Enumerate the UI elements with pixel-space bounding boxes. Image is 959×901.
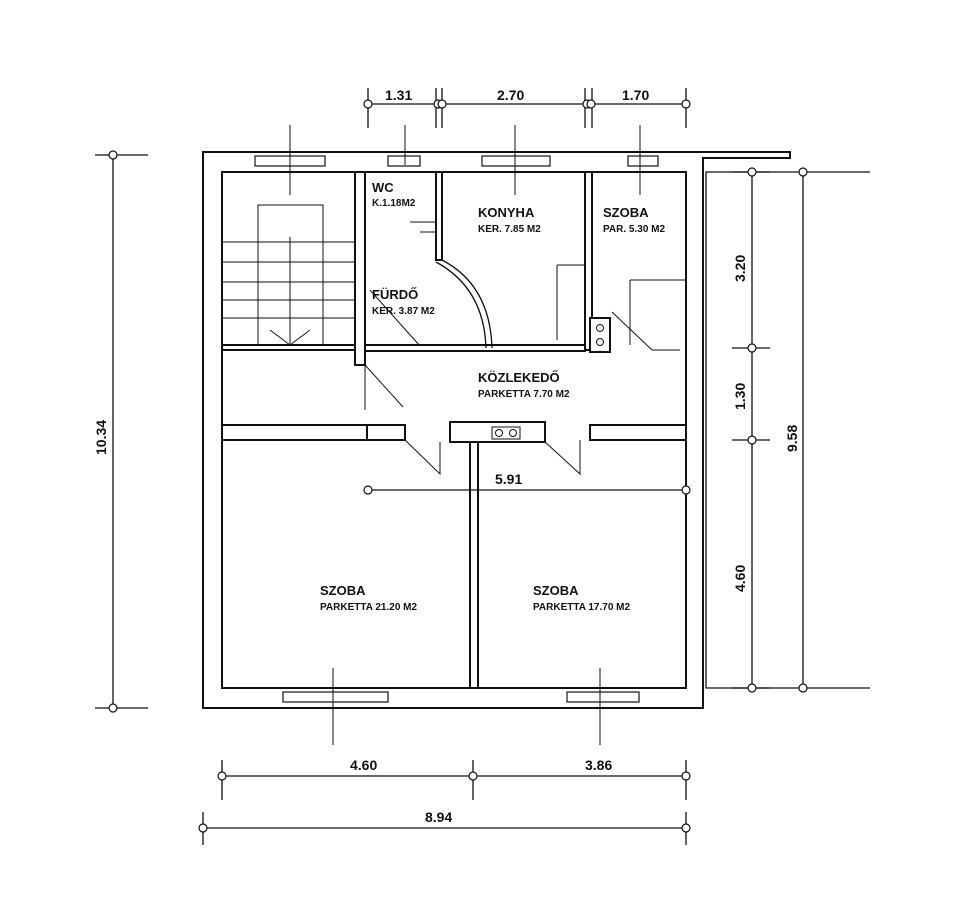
staircase bbox=[222, 204, 355, 346]
room-szoba-small-name: SZOBA bbox=[603, 205, 649, 220]
room-wc-area: K.1.18M2 bbox=[372, 198, 416, 209]
room-szoba-right-area: PARKETTA 17.70 M2 bbox=[533, 602, 630, 613]
dimension-lines bbox=[95, 88, 808, 845]
dim-right-1: 3.20 bbox=[732, 255, 748, 282]
fixtures bbox=[289, 125, 686, 745]
room-szoba-left-name: SZOBA bbox=[320, 583, 366, 598]
dim-interior-width: 5.91 bbox=[495, 471, 522, 487]
room-kozlekedo-name: KÖZLEKEDŐ bbox=[478, 370, 560, 385]
room-furdo-area: KER. 3.87 M2 bbox=[372, 306, 435, 317]
dim-top-1: 1.31 bbox=[385, 87, 412, 103]
dim-top-3: 1.70 bbox=[622, 87, 649, 103]
dim-right-2: 1.30 bbox=[732, 383, 748, 410]
dim-top-2: 2.70 bbox=[497, 87, 524, 103]
room-szoba-right-name: SZOBA bbox=[533, 583, 579, 598]
room-szoba-left-area: PARKETTA 21.20 M2 bbox=[320, 602, 417, 613]
dim-bottom-total: 8.94 bbox=[425, 809, 452, 825]
room-konyha-area: KER. 7.85 M2 bbox=[478, 224, 541, 235]
dim-left-total: 10.34 bbox=[93, 420, 109, 455]
room-wc-name: WC bbox=[372, 180, 394, 195]
room-kozlekedo-area: PARKETTA 7.70 M2 bbox=[478, 389, 570, 400]
dim-right-total: 9.58 bbox=[784, 425, 800, 452]
dim-right-3: 4.60 bbox=[732, 565, 748, 592]
dim-bottom-2: 3.86 bbox=[585, 757, 612, 773]
dim-bottom-1: 4.60 bbox=[350, 757, 377, 773]
room-konyha-name: KONYHA bbox=[478, 205, 535, 220]
room-szoba-small-area: PAR. 5.30 M2 bbox=[603, 224, 665, 235]
room-furdo-name: FÜRDŐ bbox=[372, 287, 418, 302]
balcony bbox=[705, 171, 870, 689]
